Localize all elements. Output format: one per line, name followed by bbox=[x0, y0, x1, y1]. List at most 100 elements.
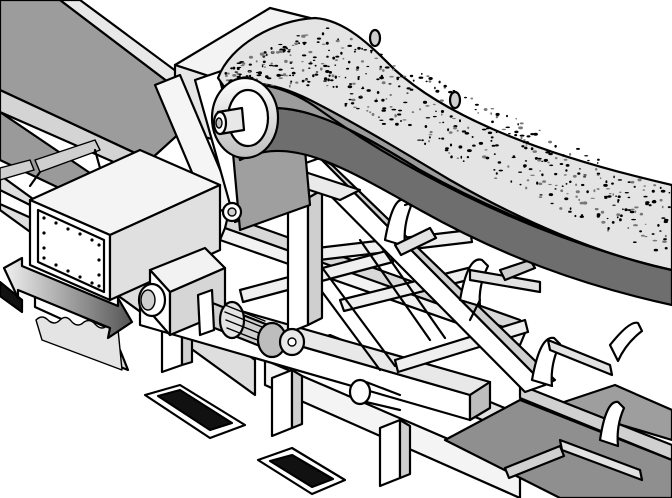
material-particle bbox=[464, 96, 467, 99]
material-particle bbox=[522, 139, 526, 141]
material-particle bbox=[366, 89, 371, 92]
material-particle bbox=[668, 191, 671, 194]
material-particle bbox=[398, 109, 403, 112]
material-particle bbox=[304, 34, 309, 36]
material-particle bbox=[421, 72, 423, 75]
material-particle bbox=[347, 85, 353, 89]
material-particle bbox=[449, 115, 453, 118]
material-particle bbox=[485, 127, 490, 130]
material-particle bbox=[291, 44, 295, 47]
material-particle bbox=[403, 77, 406, 79]
material-particle bbox=[525, 144, 528, 146]
material-particle bbox=[544, 160, 547, 163]
material-particle bbox=[381, 109, 387, 112]
material-particle bbox=[559, 207, 563, 210]
material-particle bbox=[607, 227, 610, 230]
drive-unit bbox=[137, 246, 306, 359]
material-particle bbox=[323, 77, 328, 81]
material-particle bbox=[664, 234, 667, 238]
material-particle bbox=[530, 174, 535, 176]
material-particle bbox=[627, 196, 631, 199]
material-particle bbox=[563, 174, 567, 176]
material-particle bbox=[379, 76, 384, 80]
material-particle bbox=[459, 119, 461, 123]
material-particle bbox=[308, 50, 313, 54]
material-particle bbox=[348, 60, 351, 64]
material-particle bbox=[255, 60, 258, 63]
material-particle bbox=[596, 162, 599, 164]
material-particle bbox=[644, 223, 647, 225]
material-particle bbox=[608, 196, 611, 198]
material-particle bbox=[261, 63, 265, 66]
material-particle bbox=[306, 84, 310, 87]
material-particle bbox=[554, 188, 557, 190]
material-particle bbox=[409, 74, 414, 78]
material-particle bbox=[378, 116, 380, 118]
material-particle bbox=[520, 136, 523, 140]
material-particle bbox=[327, 65, 330, 68]
material-particle bbox=[653, 184, 657, 187]
material-particle bbox=[424, 142, 427, 146]
material-particle bbox=[581, 183, 585, 187]
material-particle bbox=[314, 64, 317, 67]
material-particle bbox=[358, 95, 363, 99]
material-particle bbox=[452, 117, 456, 120]
material-particle bbox=[268, 64, 273, 67]
material-particle bbox=[642, 189, 646, 191]
material-particle bbox=[524, 141, 530, 144]
material-particle bbox=[594, 207, 599, 211]
material-particle bbox=[622, 208, 624, 210]
material-particle bbox=[378, 53, 383, 56]
material-particle bbox=[379, 119, 384, 122]
material-particle bbox=[566, 193, 569, 195]
material-particle bbox=[545, 151, 551, 154]
material-particle bbox=[637, 178, 642, 182]
material-particle bbox=[278, 50, 284, 53]
material-particle bbox=[440, 110, 445, 113]
material-particle bbox=[467, 149, 472, 153]
material-particle bbox=[495, 144, 499, 147]
material-particle bbox=[532, 150, 537, 153]
material-particle bbox=[627, 209, 632, 211]
material-particle bbox=[512, 155, 516, 158]
material-particle bbox=[595, 167, 598, 171]
material-particle bbox=[232, 66, 236, 70]
material-particle bbox=[651, 189, 655, 193]
material-particle bbox=[539, 194, 543, 196]
material-particle bbox=[419, 108, 422, 111]
material-particle bbox=[274, 64, 279, 67]
material-particle bbox=[406, 87, 411, 90]
material-particle bbox=[541, 160, 544, 162]
material-particle bbox=[611, 221, 615, 224]
material-particle bbox=[403, 101, 408, 104]
material-particle bbox=[278, 43, 283, 46]
material-particle bbox=[651, 200, 657, 204]
material-particle bbox=[498, 169, 503, 172]
material-particle bbox=[325, 70, 330, 73]
material-particle bbox=[619, 218, 622, 222]
material-particle bbox=[315, 71, 319, 73]
material-particle bbox=[505, 126, 511, 129]
material-particle bbox=[634, 206, 639, 209]
material-particle bbox=[370, 49, 373, 52]
material-particle bbox=[360, 95, 362, 97]
material-particle bbox=[530, 147, 534, 151]
material-particle bbox=[453, 126, 457, 130]
material-particle bbox=[542, 180, 547, 183]
material-particle bbox=[445, 147, 449, 150]
material-particle bbox=[371, 113, 375, 116]
inclined-belt bbox=[216, 16, 672, 307]
material-particle bbox=[514, 134, 518, 137]
material-particle bbox=[517, 123, 519, 126]
material-particle bbox=[548, 183, 552, 186]
material-particle bbox=[538, 196, 543, 199]
material-particle bbox=[576, 147, 580, 150]
material-particle bbox=[385, 98, 388, 100]
material-particle bbox=[360, 60, 365, 63]
material-particle bbox=[297, 42, 301, 45]
material-particle bbox=[411, 111, 415, 114]
material-particle bbox=[565, 164, 570, 167]
material-particle bbox=[630, 180, 635, 184]
material-particle bbox=[290, 67, 294, 69]
material-particle bbox=[659, 198, 663, 202]
